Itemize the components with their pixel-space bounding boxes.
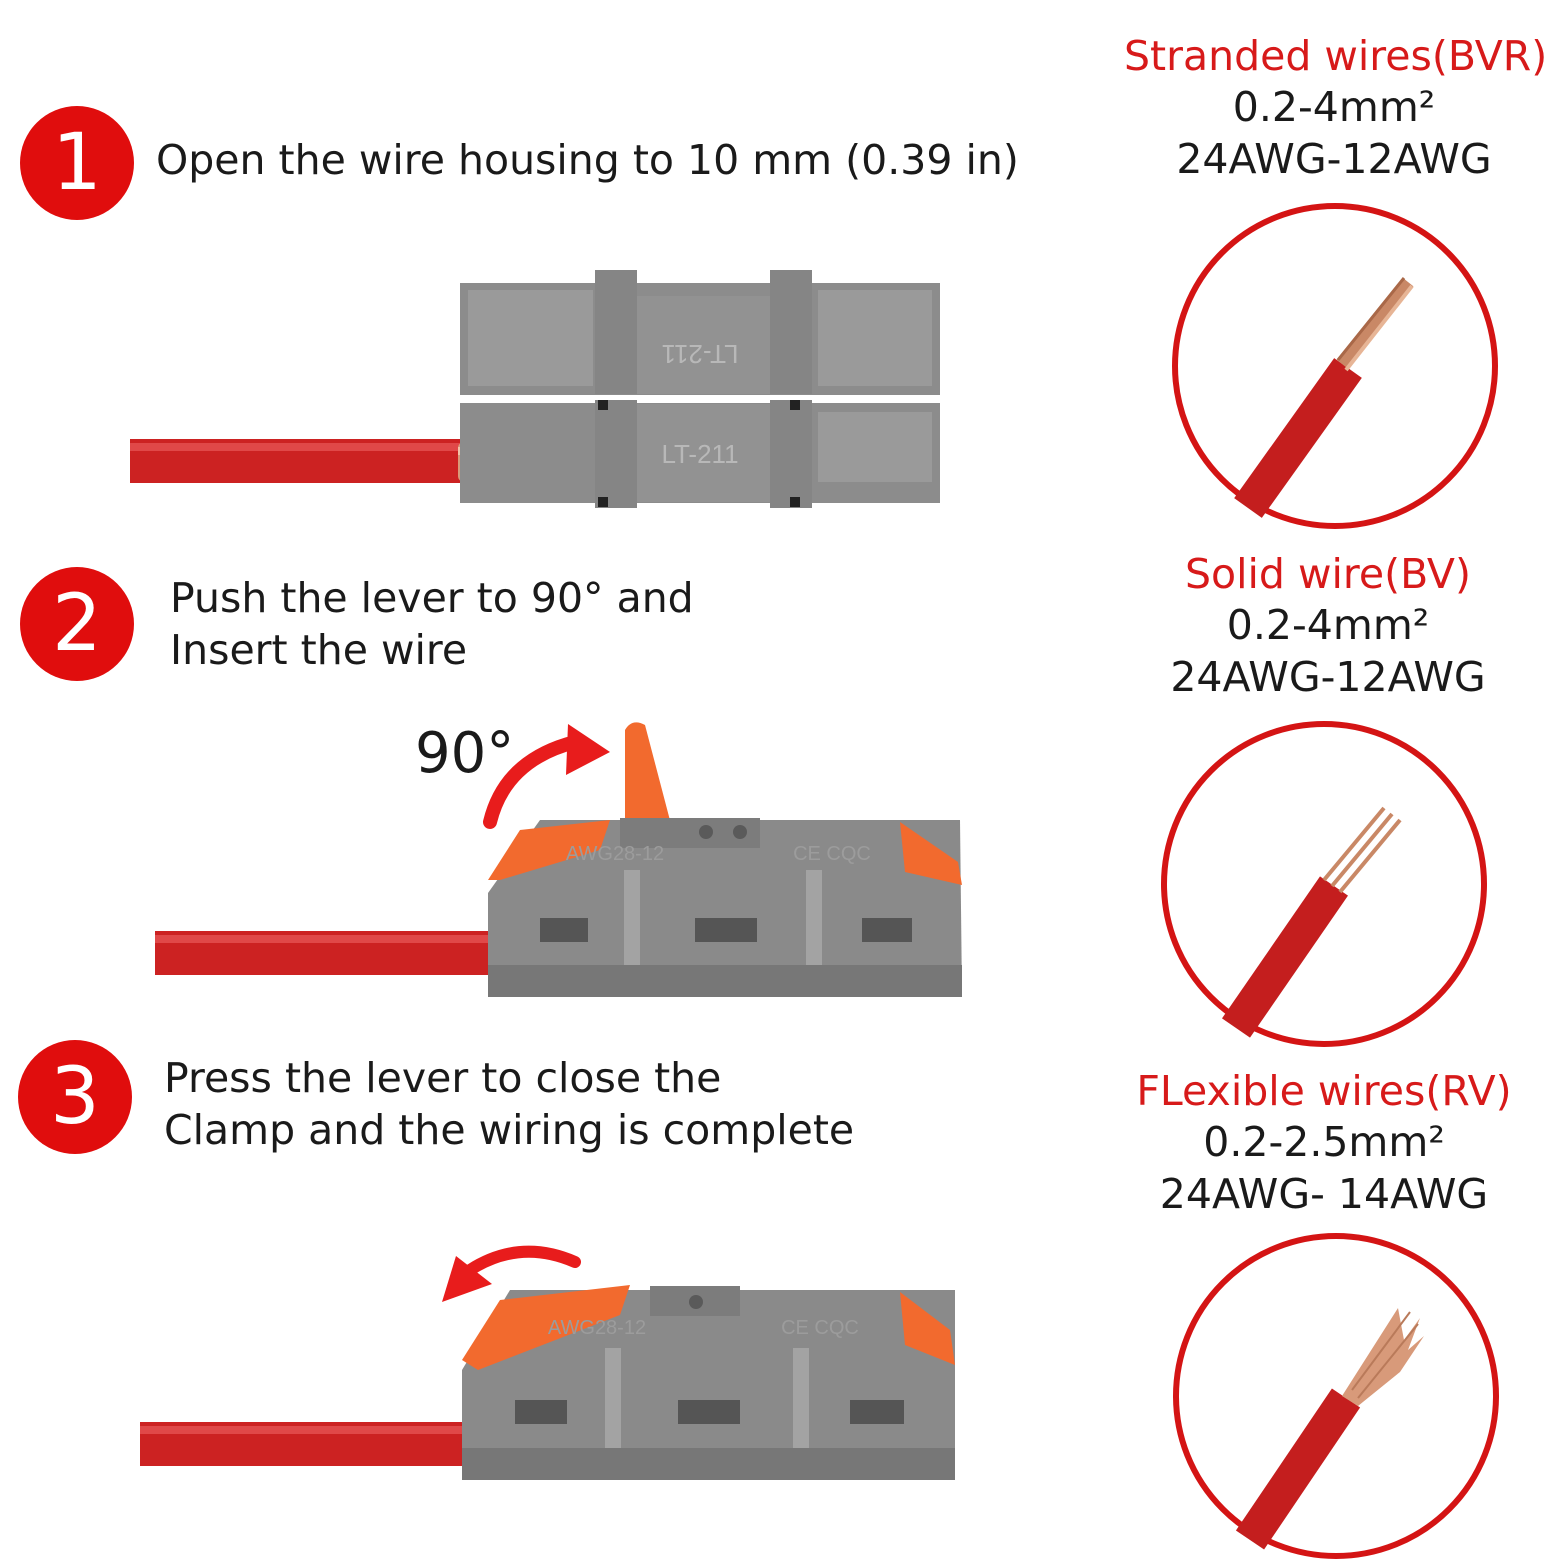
step-1-badge: 1 xyxy=(20,106,134,220)
wire-spec-title: Solid wire(BV) xyxy=(1185,550,1471,598)
step-2-line-2: Insert the wire xyxy=(170,626,468,674)
connector-label-flipped: LT-211 xyxy=(661,339,738,369)
step-2-number: 2 xyxy=(52,579,102,669)
wire-spec-title: FLexible wires(RV) xyxy=(1136,1067,1512,1115)
close-arrow-icon xyxy=(464,1245,581,1276)
step-2-line-1: Push the lever to 90° and xyxy=(170,574,694,622)
wire-spec-title: Stranded wires(BVR) xyxy=(1124,32,1548,80)
connector-label: LT-211 xyxy=(661,439,738,469)
step-3-line-2: Clamp and the wiring is complete xyxy=(164,1106,855,1154)
step-2-instruction: Push the lever to 90° and Insert the wir… xyxy=(170,572,694,676)
wire-spec-awg: 24AWG- 14AWG xyxy=(1159,1170,1489,1218)
wire-spec-awg: 24AWG-12AWG xyxy=(1176,135,1492,183)
wire-spec-flexible: FLexible wires(RV) 0.2-2.5mm² 24AWG- 14A… xyxy=(1114,1066,1534,1220)
connector-rating-label-closed: AWG28-12 xyxy=(548,1317,646,1339)
wire-spec-size: 0.2-4mm² xyxy=(1232,83,1436,131)
step-1-line-1: Open the wire housing to 10 mm (0.39 in) xyxy=(156,136,1019,184)
step-1-instruction: Open the wire housing to 10 mm (0.39 in) xyxy=(156,134,1019,186)
wire-spec-awg: 24AWG-12AWG xyxy=(1170,653,1486,701)
wire-spec-solid: Solid wire(BV) 0.2-4mm² 24AWG-12AWG xyxy=(1118,549,1538,703)
angle-label: 90° xyxy=(415,721,515,786)
step-3-instruction: Press the lever to close the Clamp and t… xyxy=(164,1052,854,1156)
connector-cert-label-closed: CE CQC xyxy=(781,1317,859,1339)
wire-spec-stranded: Stranded wires(BVR) 0.2-4mm² 24AWG-12AWG xyxy=(1124,31,1548,185)
step-2-badge: 2 xyxy=(20,567,134,681)
wire-spec-size: 0.2-4mm² xyxy=(1226,601,1430,649)
step-3-number: 3 xyxy=(50,1052,100,1142)
step-3-line-1: Press the lever to close the xyxy=(164,1054,722,1102)
step-3-badge: 3 xyxy=(18,1040,132,1154)
step-1-number: 1 xyxy=(52,118,102,208)
wire-spec-size: 0.2-2.5mm² xyxy=(1203,1118,1445,1166)
connector-cert-label: CE CQC xyxy=(793,843,871,865)
connector-rating-label: AWG28-12 xyxy=(566,843,664,865)
